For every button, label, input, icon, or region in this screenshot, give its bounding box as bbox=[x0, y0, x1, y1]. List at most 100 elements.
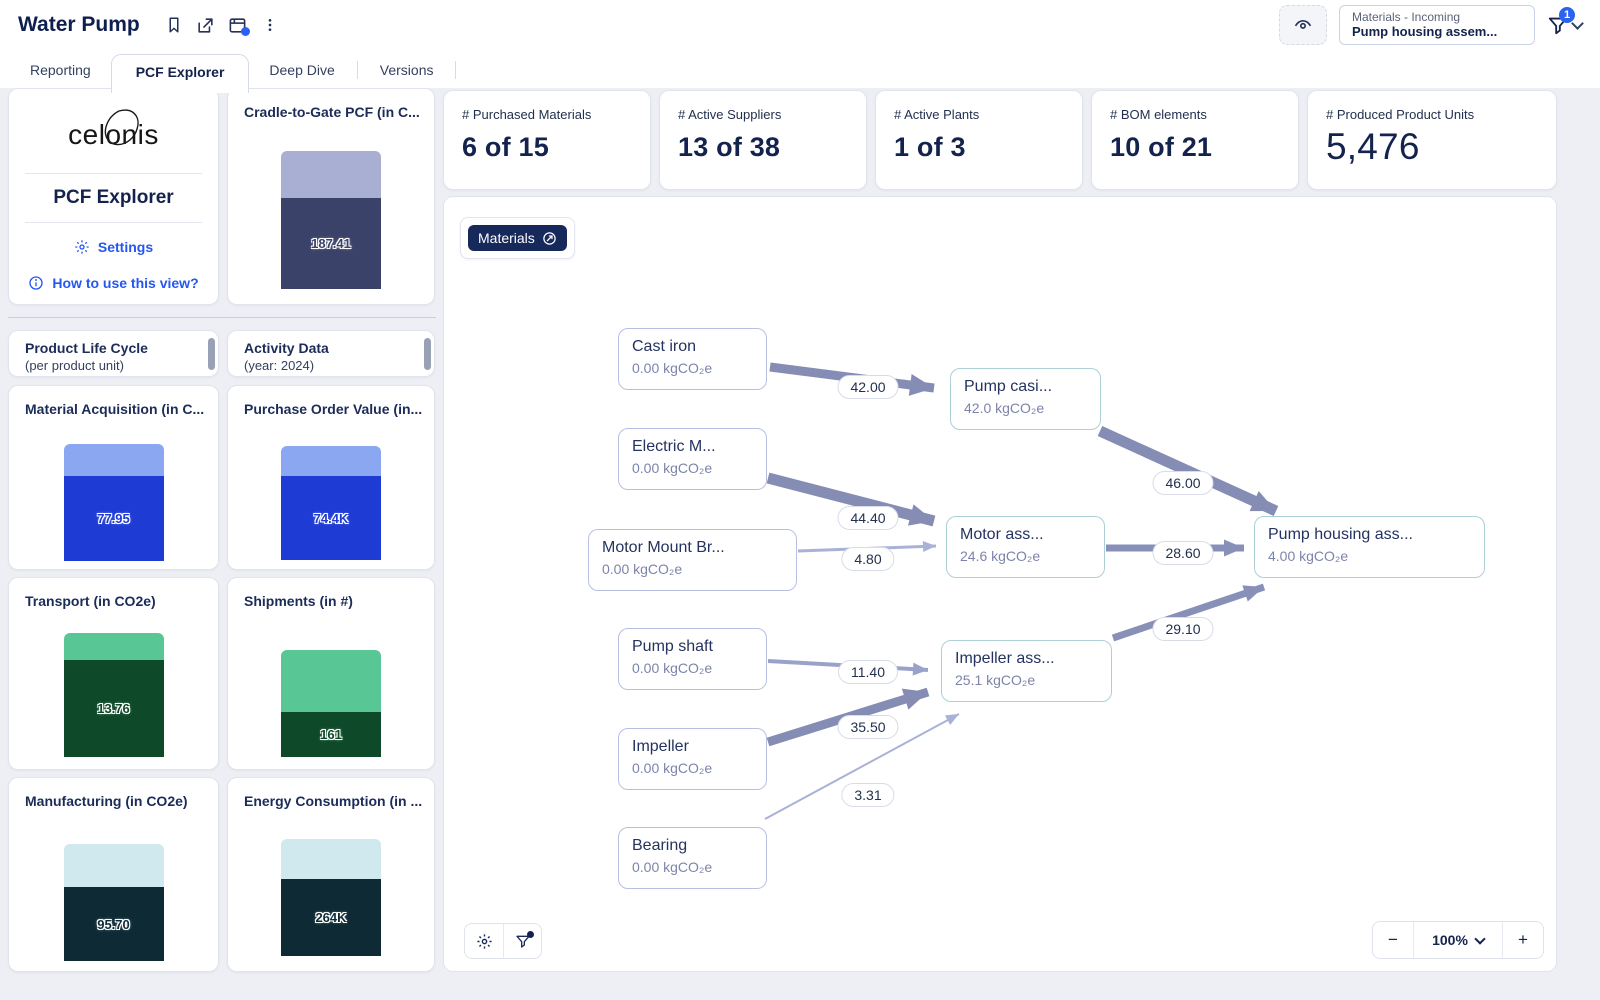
flow-node-motor-assembly[interactable]: Motor ass... 24.6 kgCO₂e bbox=[946, 516, 1105, 578]
flow-node-cast-iron[interactable]: Cast iron 0.00 kgCO₂e bbox=[618, 328, 767, 390]
bar-segment-light bbox=[63, 844, 164, 887]
how-to-use-link[interactable]: How to use this view? bbox=[9, 265, 218, 301]
kpi-purchased-materials: # Purchased Materials 6 of 15 bbox=[443, 90, 651, 190]
bar-segment-light bbox=[281, 151, 381, 198]
diagram-filter-button[interactable] bbox=[503, 924, 541, 958]
shipments-card: Shipments (in #) 161 bbox=[227, 577, 435, 770]
bookmark-icon[interactable] bbox=[158, 9, 190, 41]
edge-label: 11.40 bbox=[838, 660, 898, 684]
bar-segment-dark: 161 bbox=[281, 712, 381, 757]
scrollbar-thumb[interactable] bbox=[424, 338, 431, 370]
materials-chip[interactable]: Materials bbox=[468, 225, 567, 251]
filter-count-badge: 1 bbox=[1559, 7, 1575, 23]
flow-node-motor-mount[interactable]: Motor Mount Br... 0.00 kgCO₂e bbox=[588, 529, 797, 591]
kpi-bom-elements: # BOM elements 10 of 21 bbox=[1091, 90, 1299, 190]
selection-label: Materials - Incoming bbox=[1352, 10, 1461, 24]
bar-segment-light bbox=[281, 650, 381, 712]
bar-segment-light bbox=[63, 633, 164, 660]
energy-consumption-card: Energy Consumption (in ... 264K bbox=[227, 777, 435, 972]
zoom-in-button[interactable]: + bbox=[1518, 930, 1528, 949]
bar-segment-dark: 264K bbox=[281, 879, 381, 956]
filter-add-dot bbox=[527, 931, 534, 938]
flow-node-electric-motor[interactable]: Electric M... 0.00 kgCO₂e bbox=[618, 428, 767, 490]
bar-value: 95.70 bbox=[97, 916, 130, 932]
chevron-down-icon bbox=[1474, 932, 1486, 945]
bar-segment-dark: 13.76 bbox=[63, 660, 164, 757]
divider bbox=[25, 222, 202, 223]
kebab-menu-icon[interactable] bbox=[254, 9, 286, 41]
bar-segment-dark: 77.95 bbox=[63, 476, 164, 561]
flow-node-pump-housing-assembly[interactable]: Pump housing ass... 4.00 kgCO₂e bbox=[1254, 516, 1485, 578]
scrollbar-thumb[interactable] bbox=[208, 338, 215, 370]
settings-link[interactable]: Settings bbox=[9, 229, 218, 265]
bar-segment-light bbox=[281, 446, 381, 476]
activity-data-header: Activity Data (year: 2024) bbox=[227, 330, 435, 377]
bar-segment-dark: 187.41 bbox=[281, 198, 381, 289]
flow-node-impeller[interactable]: Impeller 0.00 kgCO₂e bbox=[618, 728, 767, 790]
edge-label: 44.40 bbox=[837, 506, 899, 530]
flow-node-impeller-assembly[interactable]: Impeller ass... 25.1 kgCO₂e bbox=[941, 640, 1112, 702]
save-view-icon[interactable] bbox=[222, 9, 254, 41]
edge-label: 42.00 bbox=[837, 375, 899, 399]
sidebar-card: celonis PCF Explorer Settings How to use… bbox=[8, 88, 219, 305]
divider bbox=[25, 173, 202, 174]
info-icon bbox=[29, 276, 44, 290]
transport-card: Transport (in CO2e) 13.76 bbox=[8, 577, 219, 770]
bar-value: 74.4K bbox=[313, 510, 349, 526]
gear-icon bbox=[75, 240, 89, 254]
zoom-out-button[interactable]: − bbox=[1388, 930, 1398, 949]
tab-deep-dive[interactable]: Deep Dive bbox=[269, 62, 335, 78]
material-acquisition-card: Material Acquisition (in C... 77.95 bbox=[8, 385, 219, 570]
bar-value: 13.76 bbox=[97, 701, 130, 716]
visibility-button[interactable] bbox=[1279, 5, 1327, 45]
selection-value: Pump housing assem... bbox=[1352, 24, 1498, 39]
energy-consumption-bar[interactable]: 264K bbox=[281, 839, 381, 956]
tab-versions[interactable]: Versions bbox=[379, 62, 434, 78]
dimension-chip-container: Materials bbox=[460, 217, 575, 259]
global-filter-button[interactable]: 1 bbox=[1547, 7, 1584, 36]
tab-reporting[interactable]: Reporting bbox=[30, 62, 91, 78]
flow-node-pump-casing[interactable]: Pump casi... 42.0 kgCO₂e bbox=[950, 368, 1101, 430]
celonis-logo: celonis bbox=[49, 109, 179, 159]
card-title: Cradle-to-Gate PCF (in C... bbox=[244, 104, 420, 120]
shipments-bar[interactable]: 161 bbox=[281, 650, 381, 757]
app-name: PCF Explorer bbox=[53, 187, 174, 208]
kpi-produced-product-units: # Produced Product Units 5,476 bbox=[1307, 90, 1557, 190]
gear-icon bbox=[476, 933, 492, 949]
manufacturing-bar[interactable]: 95.70 bbox=[63, 844, 164, 961]
edge-label: 28.60 bbox=[1152, 541, 1214, 565]
cradle-stacked-bar[interactable]: 187.41 bbox=[281, 151, 381, 289]
divider bbox=[8, 317, 436, 318]
product-life-cycle-header: Product Life Cycle (per product unit) bbox=[8, 330, 219, 377]
unsaved-changes-dot bbox=[240, 27, 250, 36]
page-title: Water Pump bbox=[18, 13, 140, 36]
tab-bar: Reporting PCF Explorer Deep Dive Version… bbox=[0, 50, 1600, 93]
selection-dropdown[interactable]: Materials - Incoming Pump housing assem.… bbox=[1339, 5, 1535, 45]
tab-pcf-explorer[interactable]: PCF Explorer bbox=[110, 54, 250, 93]
edge-label: 46.00 bbox=[1152, 471, 1214, 495]
transport-bar[interactable]: 13.76 bbox=[63, 633, 164, 757]
material-acquisition-bar[interactable]: 77.95 bbox=[63, 444, 164, 561]
edge-label: 4.80 bbox=[841, 547, 895, 571]
tab-separator bbox=[356, 61, 358, 79]
tab-separator bbox=[455, 61, 457, 79]
diagram-settings-button[interactable] bbox=[465, 924, 503, 958]
zoom-level-dropdown[interactable]: 100% bbox=[1413, 922, 1503, 958]
cradle-to-gate-card: Cradle-to-Gate PCF (in C... 187.41 bbox=[227, 88, 435, 305]
purchase-order-bar[interactable]: 74.4K bbox=[281, 446, 381, 560]
bar-segment-light bbox=[281, 839, 381, 879]
eye-icon bbox=[1294, 19, 1312, 29]
flow-node-pump-shaft[interactable]: Pump shaft 0.00 kgCO₂e bbox=[618, 628, 767, 690]
purchase-order-value-card: Purchase Order Value (in... 74.4K bbox=[227, 385, 435, 570]
bar-segment-dark: 95.70 bbox=[63, 887, 164, 961]
bar-value: 264K bbox=[315, 910, 347, 925]
diagram-controls bbox=[464, 923, 542, 959]
bar-value: 187.41 bbox=[311, 236, 351, 251]
kpi-active-suppliers: # Active Suppliers 13 of 38 bbox=[659, 90, 867, 190]
edge-label: 35.50 bbox=[837, 715, 899, 739]
flow-diagram-panel: Materials Cast iron 0.00 kgCO₂e Electric… bbox=[443, 196, 1557, 972]
bar-segment-light bbox=[63, 444, 164, 476]
share-icon[interactable] bbox=[190, 9, 222, 41]
flow-node-bearing[interactable]: Bearing 0.00 kgCO₂e bbox=[618, 827, 767, 889]
bar-segment-dark: 74.4K bbox=[281, 476, 381, 560]
